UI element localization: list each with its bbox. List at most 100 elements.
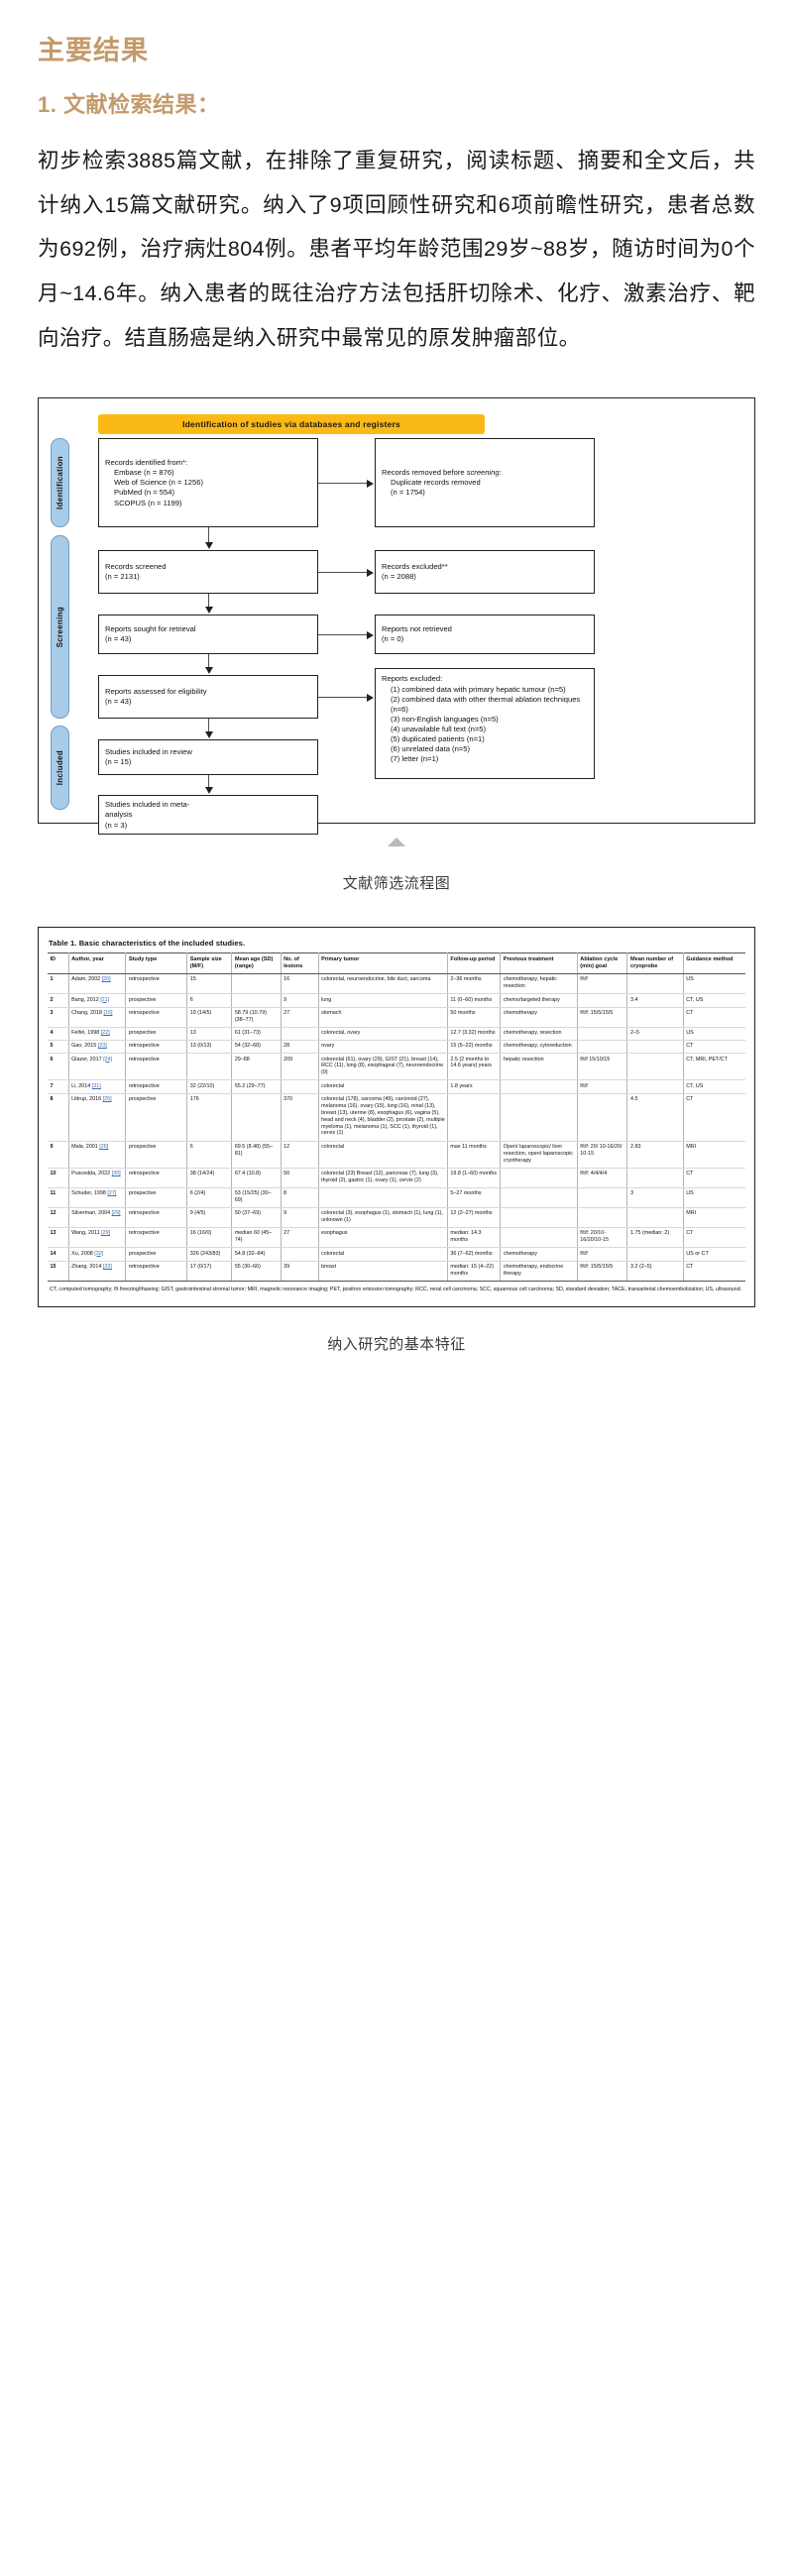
cell-mean-cryoprobe: 3 <box>626 1187 684 1209</box>
box-line: Reports assessed for eligibility <box>105 687 207 697</box>
cell-no-lesions: 8 <box>280 1187 319 1209</box>
reference-link[interactable]: [24] <box>103 1056 113 1063</box>
cell-guidance-method: CT <box>682 1093 745 1142</box>
box-line: (1) combined data with primary hepatic t… <box>391 684 566 694</box>
box-line: Reports sought for retrieval <box>105 624 196 634</box>
reference-link[interactable]: [21] <box>100 996 110 1003</box>
cell-followup-period: 1.8 years <box>446 1079 502 1094</box>
cell-previous-treatment: hepatic resection <box>500 1053 578 1081</box>
prisma-box-records-screened: Records screened (n = 2131) <box>98 550 318 595</box>
cell-guidance-method: CT, US <box>682 993 745 1008</box>
reference-link[interactable]: [30] <box>111 1170 121 1176</box>
prisma-arrow-to-removed <box>318 479 374 488</box>
cell-primary-tumor <box>317 1187 448 1209</box>
reference-link[interactable]: [29] <box>101 1230 111 1237</box>
reference-link[interactable]: [31] <box>91 1082 101 1089</box>
cell-no-lesions <box>280 1079 319 1094</box>
reference-link[interactable]: [15] <box>103 1009 113 1016</box>
cell-mean-age: 69.5 (8.48) (55–81) <box>231 1141 282 1169</box>
box-line: (n = 43) <box>105 634 132 644</box>
cell-study-type: retrospective <box>125 1207 188 1229</box>
cell-id: 3 <box>48 1007 69 1028</box>
reference-link[interactable]: [25] <box>102 1095 112 1102</box>
cell-followup-period: 19.8 (1–60) months <box>446 1168 502 1188</box>
cell-id: 15 <box>48 1261 69 1282</box>
cell-followup-period: 2–36 months <box>446 973 502 995</box>
cell-ablation-cycle: f/t/f: 15/5/15/5 <box>576 1007 628 1028</box>
cell-id: 6 <box>48 1053 69 1081</box>
cell-sample-size: 13 <box>186 1027 233 1042</box>
article-page: 主要结果 1. 文献检索结果： 初步检索3885篇文献，在排除了重复研究，阅读标… <box>38 36 755 1353</box>
reference-link[interactable]: [27] <box>107 1190 117 1197</box>
cell-previous-treatment: chemotherapy <box>500 1007 578 1028</box>
cell-guidance-method: CT <box>682 1040 745 1055</box>
cell-no-lesions: 370 <box>280 1093 319 1142</box>
cell-ablation-cycle <box>576 993 628 1008</box>
reference-link[interactable]: [29] <box>111 1210 121 1217</box>
cell-followup-period <box>446 1093 502 1142</box>
cell-study-type: prospective <box>125 1093 188 1142</box>
cell-mean-age: 54.8 (32–84) <box>231 1247 282 1262</box>
cell-author-year: Li, 2014 [31] <box>67 1079 127 1094</box>
cell-guidance-method: US <box>682 973 745 995</box>
reference-link[interactable]: [32] <box>94 1250 104 1257</box>
cell-followup-period: 11 (0–60) months <box>446 993 502 1008</box>
cell-id: 2 <box>48 993 69 1008</box>
box-line: analysis <box>105 810 133 820</box>
cell-previous-treatment: chemo/targeted therapy <box>500 993 578 1008</box>
reference-link[interactable]: [33] <box>102 1263 112 1270</box>
reference-link[interactable]: [22] <box>100 1030 110 1037</box>
col-id: ID <box>48 952 69 975</box>
cell-ablation-cycle: f/t/f: 20/ 10-16/20/ 10-15 <box>576 1141 628 1169</box>
prisma-arrow-to-reports-excluded <box>318 693 374 702</box>
cell-author-year: Zhang, 2014 [33] <box>67 1261 127 1282</box>
cell-id: 1 <box>48 973 69 995</box>
reference-link[interactable]: [23] <box>97 1043 107 1050</box>
cell-followup-period: 5–27 months <box>446 1187 502 1209</box>
col-mean-age: Mean age (SD) (range) <box>231 952 282 975</box>
cell-guidance-method: US <box>682 1027 745 1042</box>
prisma-phase-label: Screening <box>56 607 64 648</box>
reference-link[interactable]: [26] <box>99 1143 109 1150</box>
cell-id: 13 <box>48 1227 69 1249</box>
cell-primary-tumor: colorectal, neuroendocrine, bile duct, s… <box>317 973 448 995</box>
prisma-box-reports-not-retrieved: Reports not retrieved (n = 0) <box>375 615 595 655</box>
cell-followup-period: 15 (5–22) months <box>446 1040 502 1055</box>
cell-followup-period: 36 (7–62) months <box>446 1247 502 1262</box>
cell-previous-treatment <box>500 1079 578 1094</box>
cell-sample-size: 15 <box>186 973 233 995</box>
cell-id: 8 <box>48 1093 69 1142</box>
cell-author-year: Mala, 2001 [26] <box>67 1141 127 1169</box>
cell-mean-cryoprobe <box>626 1053 684 1081</box>
cell-sample-size: 6 (2/4) <box>186 1187 233 1209</box>
cell-previous-treatment <box>500 1227 578 1249</box>
prisma-arrow-down-2 <box>204 594 213 615</box>
cell-no-lesions: 9 <box>280 1207 319 1229</box>
cell-primary-tumor: esophagus <box>317 1227 448 1249</box>
cell-guidance-method: CT <box>682 1168 745 1188</box>
cell-primary-tumor: colorectal <box>317 1141 448 1169</box>
page-title: 主要结果 <box>38 36 149 65</box>
box-line: Studies included in meta- <box>105 800 190 810</box>
cell-followup-period: median: 14.3 months <box>446 1227 502 1249</box>
cell-mean-age: 67.4 (10.8) <box>231 1168 282 1188</box>
prisma-phase-screening: Screening <box>51 535 69 720</box>
cell-study-type: prospective <box>125 1027 188 1042</box>
cell-guidance-method: MRI <box>682 1207 745 1229</box>
col-previous-treatment: Previous treatment <box>500 952 578 975</box>
prisma-phase-label: Identification <box>56 456 64 510</box>
reference-link[interactable]: [20] <box>101 976 111 983</box>
prisma-box-studies-meta: Studies included in meta- analysis (n = … <box>98 795 318 836</box>
section-subtitle: 1. 文献检索结果： <box>38 92 220 118</box>
prisma-box-reports-sought: Reports sought for retrieval (n = 43) <box>98 615 318 655</box>
prisma-diagram: Identification of studies via databases … <box>38 397 755 836</box>
prisma-box-studies-review: Studies included in review (n = 15) <box>98 739 318 776</box>
cell-mean-age: 58.79 (10.79) (38–77) <box>231 1007 282 1028</box>
cell-guidance-method: US <box>682 1187 745 1209</box>
figure-collapse-marker-icon[interactable] <box>388 838 405 847</box>
